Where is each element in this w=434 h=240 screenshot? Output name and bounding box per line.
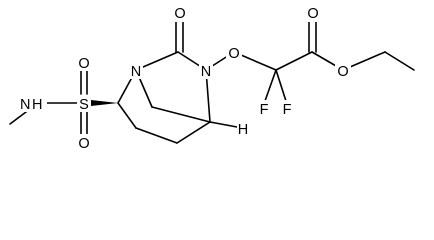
bond-c2-c3: [117, 102, 137, 129]
atom-o-ester: O: [337, 64, 348, 80]
atom-h-stereo: H: [238, 122, 248, 138]
bond-cbridge-c5: [151, 106, 211, 123]
bond-c3-c4: [135, 127, 178, 144]
bond-c4-c5: [176, 121, 211, 144]
atom-n-bridge-left: N: [131, 64, 141, 80]
structure-canvas: O N N O O O S O O N H F F H: [9, 4, 415, 152]
atom-f-left: F: [260, 102, 269, 118]
atom-n-amine: N: [20, 97, 30, 113]
atom-o-sulfonyl-bottom: O: [78, 136, 89, 152]
bond-layer: [9, 19, 415, 144]
atom-n-bridge-right: N: [201, 64, 211, 80]
bond-cf2-f-left: [264, 69, 277, 102]
bond-cf2-f-right: [275, 69, 287, 102]
wedge-bond-c2-s: [91, 100, 118, 106]
chemical-structure: O N N O O O S O O N H F F H: [9, 4, 415, 152]
atom-h-amine: H: [32, 97, 42, 113]
atom-o-ester-carbonyl: O: [307, 6, 318, 22]
atom-o-ketone: O: [174, 6, 185, 22]
atom-o-ether: O: [228, 46, 239, 62]
bond-cf2-cester: [275, 51, 313, 71]
bond-c5-h: [209, 121, 238, 128]
atom-o-sulfonyl-top: O: [78, 56, 89, 72]
bond-ch2-ch3: [384, 51, 415, 71]
atom-f-right: F: [283, 102, 292, 118]
atom-s-sulfonyl: S: [79, 97, 89, 113]
atom-layer: O N N O O O S O O N H F F H: [19, 4, 351, 152]
